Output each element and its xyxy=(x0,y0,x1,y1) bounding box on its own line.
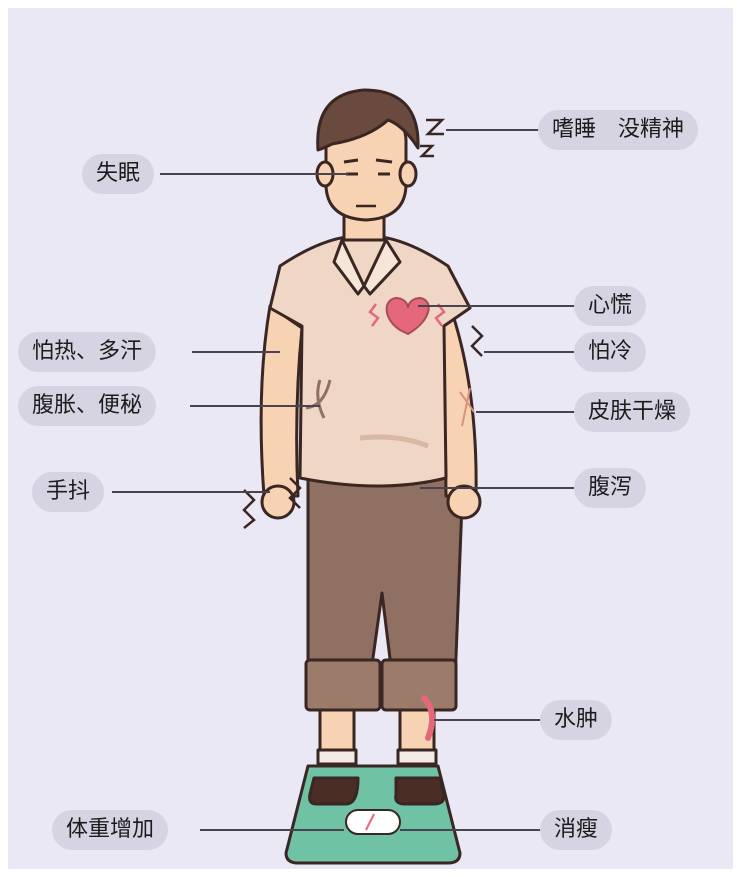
symptom-weight-loss-label: 消瘦 xyxy=(540,810,612,850)
symptom-sleepy-label: 嗜睡 没精神 xyxy=(538,110,698,150)
symptom-dry-skin-label: 皮肤干燥 xyxy=(574,392,690,432)
symptom-palpitation-label: 心慌 xyxy=(574,286,646,326)
symptom-diarrhea-label: 腹泻 xyxy=(574,468,646,508)
symptom-weight-gain-label: 体重增加 xyxy=(52,810,168,850)
diagram-canvas: .ol { stroke:#3a2622; stroke-width:3; st… xyxy=(8,8,733,869)
legs xyxy=(306,478,463,804)
symptom-tremor-label: 手抖 xyxy=(32,472,104,512)
symptom-heat-sweat-label: 怕热、多汗 xyxy=(18,332,156,372)
head xyxy=(317,90,444,240)
symptom-edema-label: 水肿 xyxy=(540,700,612,740)
symptom-cold-label: 怕冷 xyxy=(574,332,646,372)
symptom-insomnia-label: 失眠 xyxy=(82,154,154,194)
symptom-bloating-label: 腹胀、便秘 xyxy=(18,386,156,426)
